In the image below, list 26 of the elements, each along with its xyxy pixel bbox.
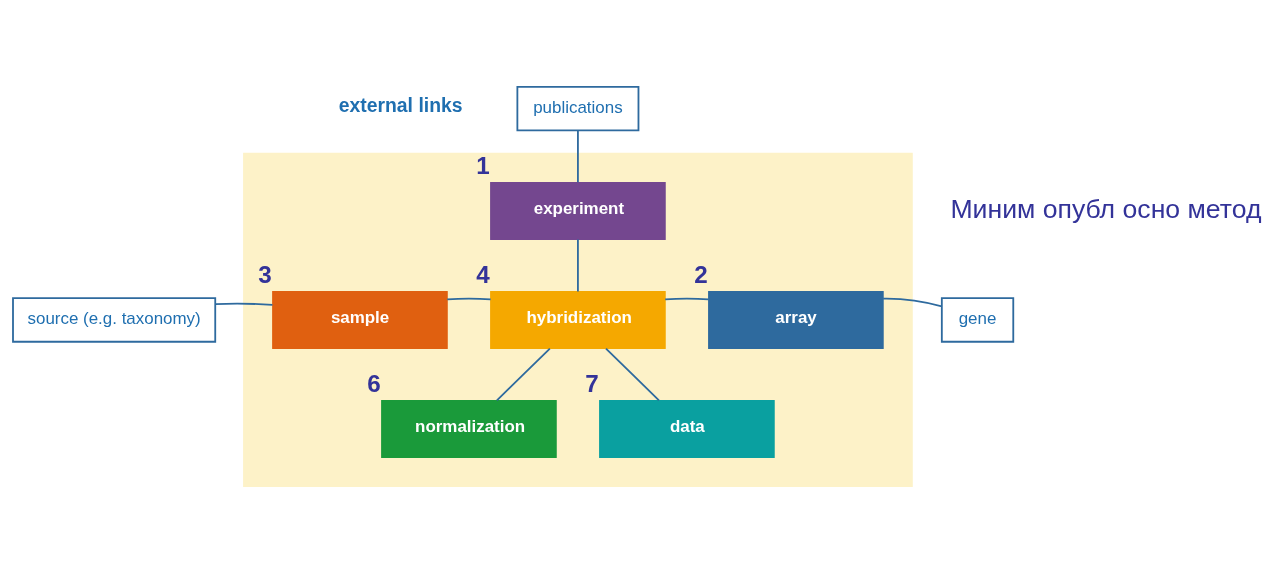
node-box: source (e.g. taxonomy) (12, 297, 217, 343)
cluster (243, 152, 913, 488)
node-label: 4 (476, 261, 490, 289)
node-box: normalization (381, 399, 557, 458)
connector (605, 347, 660, 402)
node-box: publications (516, 85, 640, 132)
connector (882, 297, 943, 308)
node-box: experiment (490, 181, 666, 241)
node-label: 3 (258, 261, 272, 289)
node-box: sample (272, 290, 448, 350)
label: external links (338, 94, 463, 117)
node-label: 1 (476, 152, 490, 180)
node-box: data (599, 399, 775, 458)
node-label: 6 (367, 370, 381, 398)
connector (577, 238, 579, 293)
node-box: gene (940, 297, 1015, 343)
node-label: 2 (694, 261, 708, 289)
connector (446, 297, 492, 301)
node-box: array (708, 290, 884, 350)
connector (664, 297, 710, 301)
node-box: hybridization (490, 290, 666, 350)
connector (214, 302, 274, 306)
connector (496, 347, 551, 402)
node-label: 7 (585, 370, 599, 398)
connector (577, 129, 579, 184)
label: Миним опубл осно метод (950, 193, 1262, 224)
